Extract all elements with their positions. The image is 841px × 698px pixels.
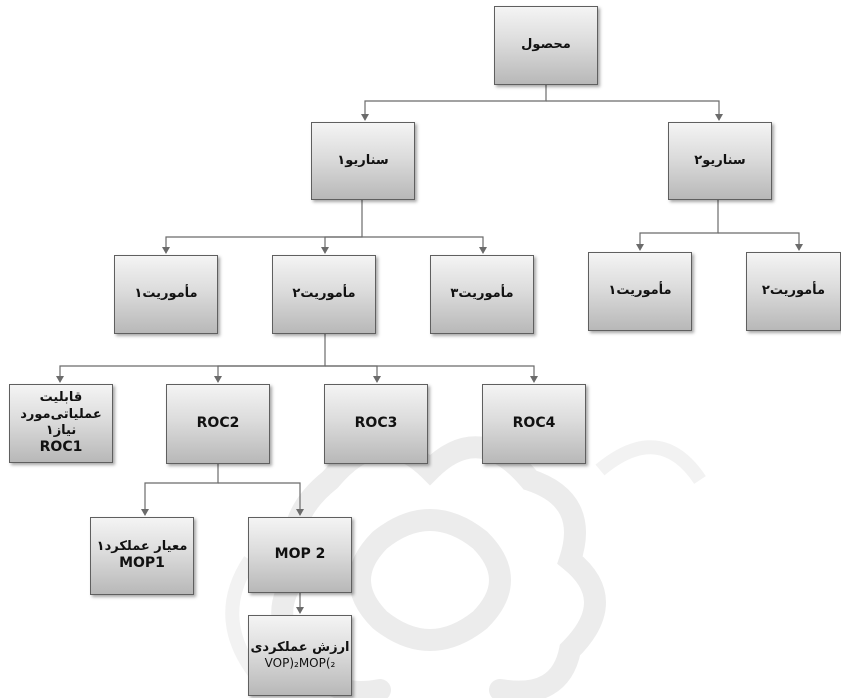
mop1-code: MOP1	[119, 555, 165, 572]
roc3-node: ROC3	[324, 384, 428, 464]
scenario1-mission1-node: مأموریت۱	[114, 255, 218, 334]
scenario2-label: سناریو۲	[694, 152, 746, 168]
scenario2-node: سناریو۲	[668, 122, 772, 200]
vop-node: ارزش عملکردی VOP)₂MOP(₂	[248, 615, 352, 696]
scenario1-mission2-label: مأموریت۲	[292, 286, 356, 302]
mop1-label-line1: معیار عملکرد۱	[96, 539, 188, 555]
scenario2-mission1-label: مأموریت۱	[608, 283, 672, 299]
roc2-label: ROC2	[196, 415, 240, 432]
roc3-label: ROC3	[354, 415, 398, 432]
scenario1-mission3-label: مأموریت۳	[450, 286, 514, 302]
mop2-label: MOP 2	[274, 546, 326, 563]
scenario1-mission2-node: مأموریت۲	[272, 255, 376, 334]
mop1-node: معیار عملکرد۱ MOP1	[90, 517, 194, 595]
roc4-node: ROC4	[482, 384, 586, 464]
scenario1-label: سناریو۱	[337, 152, 389, 168]
roc1-label-line2: نیاز۱	[45, 422, 77, 438]
product-node: محصول	[494, 6, 598, 85]
mop2-node: MOP 2	[248, 517, 352, 593]
vop-label-line2: VOP)₂MOP(₂	[264, 656, 336, 671]
roc1-code: ROC1	[39, 439, 83, 456]
scenario2-mission2-node: مأموریت۲	[746, 252, 841, 331]
roc1-label-line1: قابلیت عملیاتی‌مورد	[20, 390, 102, 422]
scenario1-node: سناریو۱	[311, 122, 415, 200]
vop-label-line1: ارزش عملکردی	[250, 639, 350, 655]
scenario2-mission1-node: مأموریت۱	[588, 252, 692, 331]
scenario1-mission3-node: مأموریت۳	[430, 255, 534, 334]
roc4-label: ROC4	[512, 415, 556, 432]
scenario1-mission1-label: مأموریت۱	[134, 286, 198, 302]
product-label: محصول	[521, 37, 571, 53]
roc1-node: قابلیت عملیاتی‌مورد نیاز۱ ROC1	[9, 384, 113, 463]
roc2-node: ROC2	[166, 384, 270, 464]
scenario2-mission2-label: مأموریت۲	[761, 283, 826, 299]
